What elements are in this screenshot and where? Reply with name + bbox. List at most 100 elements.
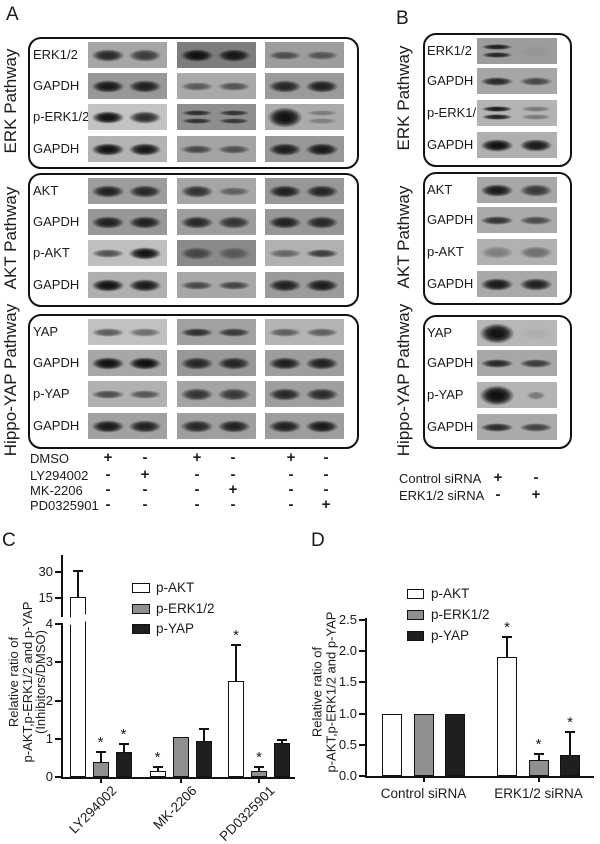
y-tick	[55, 699, 61, 702]
blot-band	[180, 184, 214, 198]
y-tick	[55, 737, 61, 740]
bar-p-AKT-Control siRNA	[382, 713, 402, 776]
condition-sign-minus: -	[230, 449, 236, 466]
bar-p-YAP-Control siRNA	[445, 713, 465, 776]
legend-label-p-YAP: p-YAP	[431, 628, 470, 643]
condition-sign-minus: -	[105, 466, 111, 483]
blot-band	[481, 52, 513, 58]
condition-label: PD0325901	[30, 498, 99, 513]
blot-band	[306, 118, 338, 124]
blot-strip	[177, 350, 256, 376]
blot-band	[305, 248, 339, 258]
blot-strip	[177, 209, 256, 235]
blot-band	[218, 110, 250, 116]
condition-sign-minus: -	[194, 466, 200, 483]
blot-strip	[477, 207, 557, 233]
significance-star: *	[120, 726, 127, 744]
x-category-label: PD0325901	[216, 783, 278, 844]
y-tick	[55, 571, 61, 573]
blot-band	[306, 110, 338, 116]
blot-band	[217, 48, 251, 62]
blot-band	[180, 280, 214, 290]
blot-band	[519, 277, 553, 291]
error-bar	[258, 766, 260, 772]
y-tick-label: 0.0	[338, 768, 357, 783]
condition-sign-minus: -	[142, 496, 148, 513]
bar-p-ERK1/2-MK-2206	[172, 736, 189, 777]
condition-sign-minus: -	[323, 480, 329, 498]
condition-sign-minus: -	[105, 496, 111, 513]
y-tick-label: 30	[38, 564, 53, 579]
legend-label-p-YAP: p-YAP	[156, 621, 195, 636]
blot-band	[128, 184, 162, 198]
error-bar	[202, 729, 205, 741]
blot-strip	[477, 350, 557, 376]
error-bar-cap	[533, 753, 544, 756]
blot-band	[519, 183, 553, 197]
x-category-label: LY294002	[65, 783, 120, 837]
blot-band	[91, 248, 125, 258]
blot-row-label: GAPDH	[33, 214, 80, 229]
legend-label-p-ERK1/2: p-ERK1/2	[156, 601, 215, 616]
x-axis	[61, 777, 295, 779]
bar-p-ERK1/2-ERK1/2 siRNA	[528, 760, 549, 776]
condition-sign-minus: -	[194, 496, 200, 513]
condition-sign-plus: +	[192, 449, 202, 466]
blot-strip	[177, 73, 256, 99]
condition-sign-plus: +	[531, 486, 541, 503]
blot-row-label: YAP	[33, 324, 59, 339]
blot-strip	[265, 178, 344, 204]
blot-band	[128, 389, 162, 399]
blot-band	[305, 356, 339, 370]
condition-sign-minus: -	[230, 466, 236, 483]
y-tick	[359, 743, 365, 746]
blot-band	[268, 419, 302, 433]
blot-band	[91, 110, 125, 124]
blot-band	[268, 215, 302, 229]
blot-band	[519, 138, 553, 152]
blot-row-label: GAPDH	[427, 355, 474, 370]
blot-band	[91, 356, 125, 370]
blot-strip	[88, 104, 167, 130]
bar-p-ERK1/2-LY294002	[92, 762, 109, 777]
blot-band	[268, 387, 302, 401]
panel-d-letter: D	[311, 530, 326, 551]
blot-band	[128, 327, 162, 337]
blot-band	[305, 142, 339, 156]
blot-row-label: p-YAP	[427, 387, 464, 402]
y-tick	[55, 776, 61, 778]
y-tick-label: 0	[45, 769, 53, 784]
blot-band	[217, 387, 251, 401]
y-tick-label: 1.0	[338, 705, 357, 721]
blot-strip	[477, 271, 557, 297]
error-bar-cap	[72, 570, 83, 573]
x-tick	[422, 778, 425, 782]
error-bar	[122, 744, 125, 753]
blot-band	[128, 215, 162, 229]
blot-strip	[88, 240, 167, 266]
y-tick-label: 15	[38, 590, 53, 605]
blot-band	[91, 278, 125, 292]
panel-a-letter: A	[6, 4, 20, 25]
x-category-label: ERK1/2 siRNA	[494, 786, 583, 801]
pathway-label: Hippo-YAP Pathway	[394, 303, 413, 457]
blot-strip	[477, 132, 557, 158]
significance-star: *	[154, 749, 161, 767]
blot-strip	[177, 381, 256, 407]
blot-strip	[88, 272, 167, 298]
significance-star: *	[504, 618, 510, 636]
error-bar-cap	[565, 731, 575, 734]
x-axis	[365, 776, 594, 778]
blot-band	[181, 118, 213, 124]
blot-band	[128, 48, 162, 62]
blot-band	[480, 245, 514, 259]
blot-strip	[177, 42, 256, 68]
blot-band	[268, 184, 302, 198]
legend-swatch-p-YAP	[132, 624, 150, 634]
condition-sign-minus: -	[230, 496, 236, 513]
pathway-label: AKT Pathway	[394, 185, 413, 288]
blot-row-label: AKT	[427, 182, 453, 197]
blot-strip	[265, 413, 344, 439]
